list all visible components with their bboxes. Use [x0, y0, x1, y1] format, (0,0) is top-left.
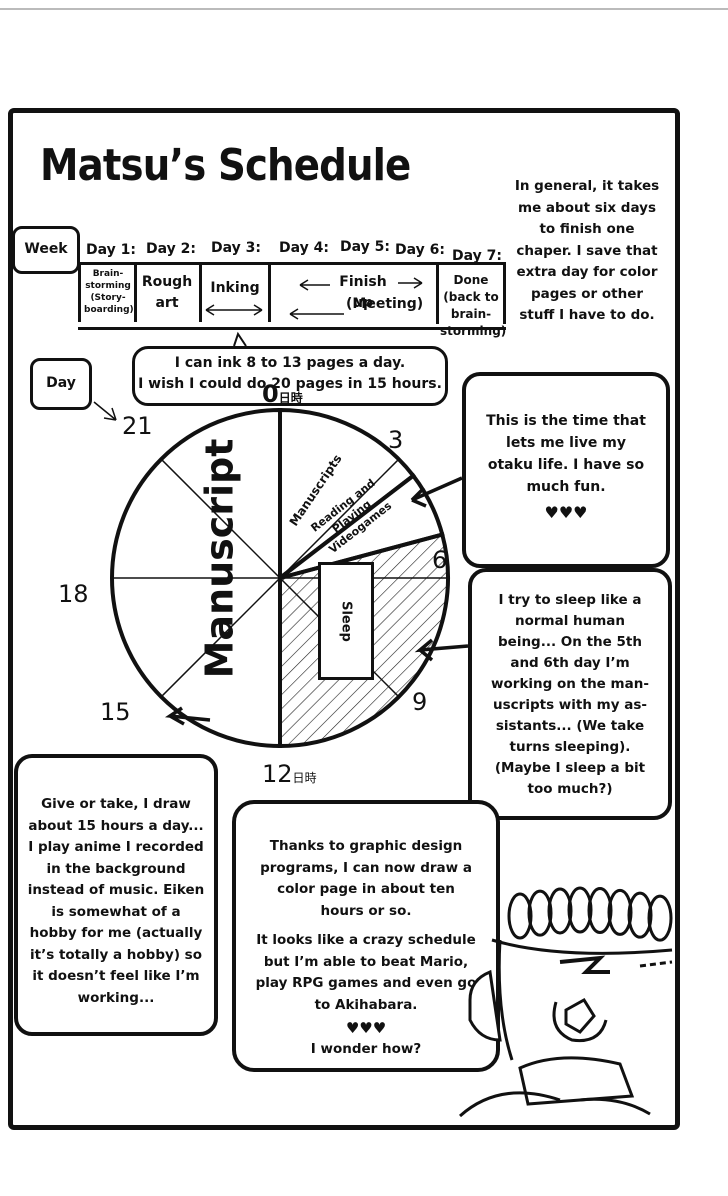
day-3-label: Day 3:	[211, 240, 261, 256]
hour-tick-21	[160, 458, 281, 579]
design-note-p1: Thanks to graphic design programs, I can…	[260, 838, 472, 919]
hair-curl	[507, 892, 533, 940]
hour-12-value: 12	[262, 760, 293, 788]
sleep-note-text: I try to sleep like a normal human being…	[491, 592, 649, 797]
sleep-note-bubble: I try to sleep like a normal human being…	[468, 568, 672, 820]
finish-arrow-left	[299, 279, 330, 291]
day-7-label: Day 7:	[452, 248, 502, 264]
hour-12-kanji-ji: 時	[304, 771, 317, 785]
hour-12-kanji-hi: 日	[292, 771, 305, 785]
hour-18: 18	[58, 580, 89, 608]
hour-12: 12日時	[262, 762, 317, 789]
hour-0-value: 0	[262, 380, 279, 408]
task-meeting: (Meeting)	[346, 296, 424, 312]
ink-note-pointer	[233, 331, 247, 347]
bubble-pointer-arrow	[410, 476, 463, 508]
otaku-note-bubble: This is the time that lets me live my ot…	[462, 372, 670, 568]
day-arrow	[93, 401, 117, 421]
task-divider	[134, 262, 137, 322]
inking-arrow	[205, 304, 263, 316]
task-divider	[268, 262, 271, 322]
task-brainstorming: Brain-storming (Story-boarding)	[84, 269, 134, 315]
hair-curl	[647, 894, 673, 942]
design-note-p3: I wonder how?	[310, 1041, 422, 1057]
day-1-label: Day 1:	[86, 242, 136, 258]
finish-arrow-right	[398, 277, 423, 289]
hour-9: 9	[412, 688, 428, 716]
meeting-arrow	[289, 308, 344, 320]
hour-0-kanji-hi: 日	[278, 391, 291, 405]
bubble-pointer-arrow	[164, 706, 211, 726]
task-inking: Inking	[210, 280, 260, 296]
day-label: Day	[46, 375, 76, 391]
hair-curl	[627, 891, 653, 939]
hair-curl	[527, 889, 553, 937]
hair-curl	[567, 886, 593, 934]
hour-15: 15	[100, 698, 131, 726]
hour-tick-15	[160, 577, 281, 698]
day-2-label: Day 2:	[146, 241, 196, 257]
hour-0: 0日時	[262, 382, 303, 409]
ink-note-bubble: I can ink 8 to 13 pages a day. I wish I …	[132, 346, 448, 406]
intro-note: In general, it takes me about six days t…	[514, 178, 660, 323]
otaku-note-text: This is the time that lets me live my ot…	[486, 413, 646, 495]
bubble-pointer-arrow	[414, 638, 469, 662]
task-divider	[503, 262, 506, 324]
otaku-hearts: ♥♥♥	[544, 503, 588, 522]
day-6-label: Day 6:	[395, 242, 445, 258]
ink-note-line2: I wish I could do 20 pages in 15 hours.	[138, 376, 442, 392]
draw-note-text: Give or take, I draw about 15 hours a da…	[27, 796, 205, 1006]
day-5-label: Day 5:	[340, 239, 390, 255]
hair-curl	[547, 887, 573, 935]
week-label-box: Week	[12, 226, 80, 274]
task-finish-up: Finish up	[339, 274, 387, 311]
design-note-bubble: Thanks to graphic design programs, I can…	[232, 800, 500, 1072]
hour-6: 6	[432, 546, 448, 574]
day-4-label: Day 4:	[279, 240, 329, 256]
hour-3: 3	[388, 426, 404, 454]
day-label-box: Day	[30, 358, 92, 410]
panel-frame	[8, 108, 680, 1130]
draw-note-bubble: Give or take, I draw about 15 hours a da…	[14, 754, 218, 1036]
task-divider	[78, 264, 81, 322]
hour-21: 21	[122, 412, 153, 440]
hour-tick-3	[279, 458, 400, 579]
week-label: Week	[24, 241, 68, 257]
hair-curl	[587, 887, 613, 935]
task-divider	[436, 262, 439, 324]
task-done: Done (back to brain-storming)	[440, 273, 507, 338]
design-note-hearts: ♥♥♥	[345, 1019, 387, 1037]
page-top-rule	[0, 8, 728, 10]
task-strip	[78, 262, 506, 330]
hair-curl	[607, 888, 633, 936]
task-divider	[199, 262, 202, 322]
hour-0-kanji-ji: 時	[290, 391, 303, 405]
ink-note-line1: I can ink 8 to 13 pages a day.	[174, 355, 406, 371]
task-rough-art: Rough art	[141, 274, 193, 311]
design-note-p2: It looks like a crazy schedule but I’m a…	[255, 932, 477, 1013]
pie-slice-manuscripts	[278, 407, 417, 583]
sleep-label-box: Sleep	[318, 562, 374, 680]
page-title: Matsu’s Schedule	[40, 140, 411, 191]
